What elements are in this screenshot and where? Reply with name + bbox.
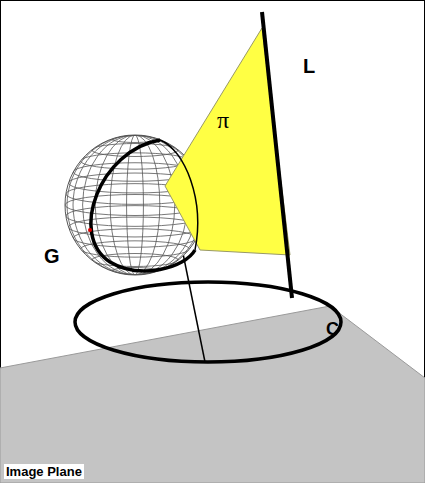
figure-label: π	[217, 108, 229, 132]
great-circle-g	[91, 140, 195, 271]
plane-pi	[165, 28, 290, 255]
point-marker	[88, 228, 92, 232]
great-circle-g-back	[160, 140, 198, 250]
circle-c	[75, 282, 341, 362]
line-l	[262, 12, 292, 298]
plane-title: Image Plane	[4, 464, 84, 479]
figure-label: C	[326, 320, 339, 338]
image-plane	[0, 306, 425, 483]
figure-label: L	[303, 56, 315, 76]
figure-label: G	[44, 246, 60, 266]
